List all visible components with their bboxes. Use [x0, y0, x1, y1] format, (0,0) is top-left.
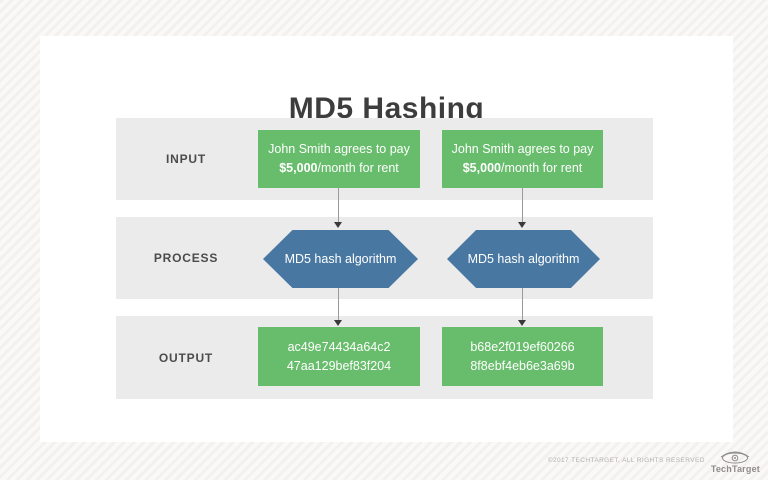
arrow-process-to-output-2 — [518, 288, 527, 326]
input-row-label: INPUT — [166, 152, 206, 166]
process-hexagon-2: MD5 hash algorithm — [447, 230, 600, 288]
footer: ©2017 TECHTARGET, ALL RIGHTS RESERVED Te… — [548, 449, 760, 474]
copyright-text: ©2017 TECHTARGET, ALL RIGHTS RESERVED — [547, 457, 705, 464]
output-box-1-line1: ac49e74434a64c2 — [287, 339, 391, 354]
arrow-process-to-output-1 — [334, 288, 343, 326]
arrow-line — [522, 288, 523, 320]
arrow-head-icon — [518, 320, 526, 326]
eye-icon — [721, 451, 750, 464]
arrow-head-icon — [334, 222, 342, 228]
input-box-1-line2: $5,000/month for rent — [279, 159, 399, 178]
process-hexagon-1: MD5 hash algorithm — [263, 230, 418, 288]
input-box-2-amount: $5,000 — [462, 161, 501, 175]
input-box-2: John Smith agrees to pay $5,000/month fo… — [442, 130, 603, 188]
output-box-1: ac49e74434a64c2 47aa129bef83f204 — [258, 327, 420, 386]
input-box-2-unit: /month for rent — [500, 161, 583, 175]
arrow-head-icon — [334, 320, 342, 326]
arrow-head-icon — [518, 222, 526, 228]
process-row-label: PROCESS — [153, 251, 219, 265]
process-hexagon-2-label: MD5 hash algorithm — [467, 252, 580, 266]
arrow-line — [338, 288, 339, 320]
arrow-input-to-process-1 — [334, 188, 343, 228]
brand-name: TechTarget — [710, 464, 760, 474]
arrow-input-to-process-2 — [518, 188, 527, 228]
input-box-1-amount: $5,000 — [279, 161, 318, 175]
input-box-2-line1: John Smith agrees to pay — [451, 142, 594, 156]
arrow-line — [338, 188, 339, 222]
output-box-2: b68e2f019ef60266 8f8ebf4eb6e3a69b — [442, 327, 603, 386]
diagram-card: MD5 Hashing INPUT PROCESS OUTPUT John Sm… — [40, 36, 733, 442]
output-box-2-line2: 8f8ebf4eb6e3a69b — [470, 358, 575, 373]
techtarget-logo: TechTarget — [711, 449, 760, 474]
input-box-1-line1: John Smith agrees to pay — [268, 142, 410, 156]
arrow-line — [522, 188, 523, 222]
input-box-1-unit: /month for rent — [317, 161, 399, 175]
output-box-2-line1: b68e2f019ef60266 — [470, 339, 575, 354]
output-box-1-line2: 47aa129bef83f204 — [286, 358, 392, 373]
input-box-1: John Smith agrees to pay $5,000/month fo… — [258, 130, 420, 188]
input-box-2-line2: $5,000/month for rent — [463, 159, 583, 178]
process-hexagon-1-label: MD5 hash algorithm — [284, 252, 397, 266]
output-row-label: OUTPUT — [158, 350, 214, 365]
